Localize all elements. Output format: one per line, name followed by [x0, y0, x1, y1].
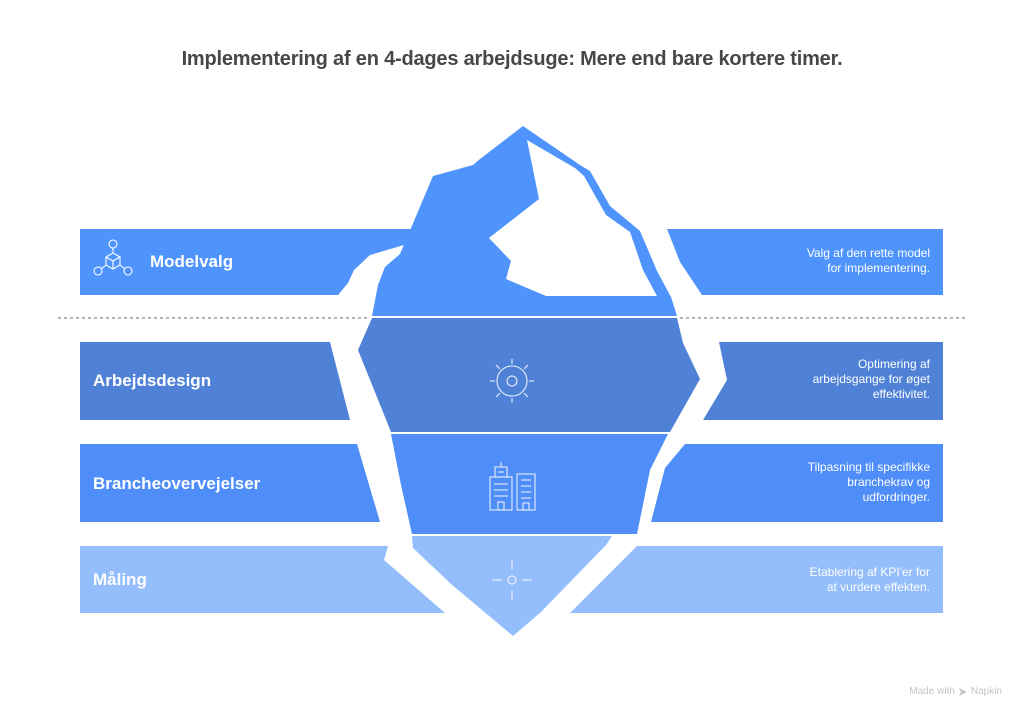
napkin-logo-icon: [958, 687, 967, 696]
row-description-maaling: Etablering af KPI'er for at vurdere effe…: [740, 565, 930, 595]
row-band-left-arbejdsdesign: [80, 342, 350, 420]
iceberg-section-maaling: [412, 536, 612, 636]
description-line: Valg af den rette model: [806, 246, 930, 260]
row-description-arbejdsdesign: Optimering af arbejdsgange for øget effe…: [740, 357, 930, 402]
made-with-napkin-badge[interactable]: Made with Napkin: [909, 686, 1002, 697]
row-band-right-arbejdsdesign: [703, 342, 943, 420]
crosshair-icon: [492, 560, 532, 600]
description-line: arbejdsgange for øget: [812, 372, 930, 386]
row-label-modelvalg: Modelvalg: [150, 252, 234, 271]
row-band-left-maaling: [80, 546, 445, 613]
description-line: branchekrav og: [847, 475, 930, 489]
row-band-right-brancheovervejelser: [651, 444, 943, 522]
description-line: Etablering af KPI'er for: [809, 565, 930, 579]
napkin-brand-text: Napkin: [970, 686, 1002, 697]
row-band-left-modelvalg: [80, 229, 414, 295]
description-line: udfordringer.: [862, 490, 930, 504]
iceberg-section-arbejdsdesign: [358, 318, 700, 432]
row-band-left-brancheovervejelser: [80, 444, 380, 522]
gear-sun-icon: [490, 359, 534, 403]
description-line: for implementering.: [827, 261, 930, 275]
made-with-text: Made with: [909, 686, 955, 697]
description-line: Tilpasning til specifikke: [807, 460, 930, 474]
iceberg-snow: [489, 140, 657, 296]
row-description-brancheovervejelser: Tilpasning til specifikke branchekrav og…: [740, 460, 930, 505]
description-line: Optimering af: [857, 357, 930, 371]
buildings-icon: [489, 462, 536, 511]
row-label-maaling: Måling: [93, 570, 147, 589]
description-line: at vurdere effekten.: [826, 580, 930, 594]
diagram-title: Implementering af en 4-dages arbejdsuge:…: [181, 48, 843, 70]
row-description-modelvalg: Valg af den rette model for implementeri…: [740, 246, 930, 276]
iceberg-section-brancheovervejelser: [391, 434, 668, 534]
row-band-right-modelvalg: [667, 229, 943, 295]
row-band-right-maaling: [570, 546, 943, 613]
row-label-brancheovervejelser: Brancheovervejelser: [93, 474, 261, 493]
row-label-arbejdsdesign: Arbejdsdesign: [93, 371, 212, 390]
network-cube-icon: [93, 239, 133, 276]
description-line: effektivitet.: [872, 387, 930, 401]
